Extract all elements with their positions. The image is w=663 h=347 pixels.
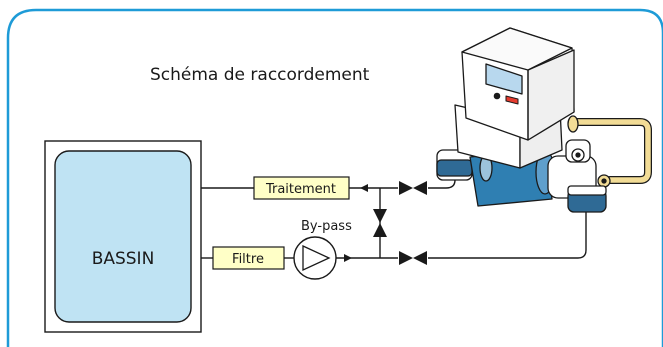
electromagnetic-flowmeter-icon [436,27,652,213]
gate-valve-icon [399,251,427,265]
filter-label: Filtre [232,252,264,267]
gate-valve-icon [373,209,387,237]
gate-valve-icon [399,181,427,195]
bypass-label: By-pass [301,219,352,234]
treatment-label: Traitement [265,182,336,197]
flow-arrow-icon [360,184,368,192]
diagram-title: Schéma de raccordement [150,65,370,85]
flow-arrow-icon [344,254,352,262]
tank-label: BASSIN [92,249,155,269]
filter-unit: Filtre [212,246,285,270]
treatment-unit: Traitement [253,176,350,200]
tank: BASSIN [44,140,202,333]
diagram-frame [6,8,663,347]
pump-icon [293,236,337,280]
